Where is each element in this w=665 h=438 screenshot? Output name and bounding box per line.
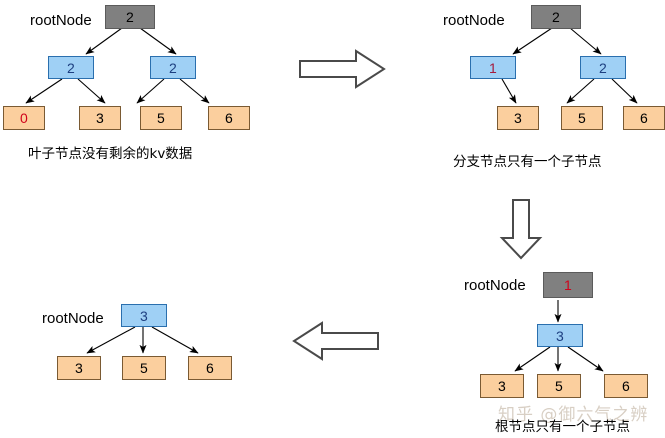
- flow-arrow-left: [292, 321, 379, 361]
- node-value: 3: [556, 327, 564, 344]
- node-value: 3: [498, 378, 506, 394]
- node-bl-leaf-3[interactable]: 6: [188, 356, 232, 380]
- node-value: 0: [20, 110, 28, 126]
- node-value: 5: [140, 360, 148, 376]
- node-bl-leaf-1[interactable]: 3: [57, 356, 101, 380]
- node-value: 2: [552, 9, 560, 25]
- caption-bottom-right: 根节点只有一个子节点: [495, 419, 630, 435]
- node-value: 3: [140, 307, 148, 324]
- node-br-leaf-3[interactable]: 6: [604, 374, 648, 398]
- caption-top-left: 叶子节点没有剩余的kv数据: [28, 146, 193, 162]
- node-value: 6: [206, 360, 214, 376]
- flow-arrow-down: [499, 199, 543, 260]
- node-value: 3: [75, 360, 83, 376]
- node-bl-root[interactable]: 3: [121, 304, 167, 327]
- node-value: 3: [96, 110, 104, 126]
- node-br-root[interactable]: 1: [543, 272, 593, 298]
- node-tl-leaf-4[interactable]: 6: [208, 106, 250, 130]
- node-value: 2: [67, 59, 75, 76]
- node-value: 2: [599, 59, 607, 76]
- caption-top-right: 分支节点只有一个子节点: [453, 154, 602, 170]
- node-tl-branch-2[interactable]: 2: [150, 56, 196, 79]
- node-value: 1: [489, 59, 497, 76]
- node-tl-branch-1[interactable]: 2: [48, 56, 94, 79]
- node-bl-leaf-2[interactable]: 5: [122, 356, 166, 380]
- root-label-top-left: rootNode: [30, 12, 92, 29]
- node-tl-leaf-2[interactable]: 3: [79, 106, 121, 130]
- node-value: 6: [225, 110, 233, 126]
- node-value: 5: [578, 110, 586, 126]
- node-tr-branch-1[interactable]: 1: [470, 56, 516, 79]
- node-value: 5: [157, 110, 165, 126]
- node-value: 1: [564, 277, 572, 293]
- node-br-branch-1[interactable]: 3: [537, 324, 583, 347]
- node-tr-leaf-3[interactable]: 6: [623, 106, 665, 130]
- node-br-leaf-2[interactable]: 5: [537, 374, 581, 398]
- node-value: 2: [169, 59, 177, 76]
- flow-arrow-right: [299, 49, 386, 89]
- node-tl-leaf-3[interactable]: 5: [140, 106, 182, 130]
- node-value: 2: [126, 9, 134, 25]
- node-tr-leaf-2[interactable]: 5: [561, 106, 603, 130]
- watermark: 知乎 @御六气之辨: [498, 405, 649, 425]
- node-value: 6: [640, 110, 648, 126]
- node-br-leaf-1[interactable]: 3: [480, 374, 524, 398]
- node-tr-leaf-1[interactable]: 3: [497, 106, 539, 130]
- root-label-bottom-left: rootNode: [42, 310, 104, 327]
- node-tr-root[interactable]: 2: [531, 5, 581, 29]
- node-tl-root[interactable]: 2: [105, 5, 155, 29]
- node-tr-branch-2[interactable]: 2: [580, 56, 626, 79]
- root-label-bottom-right: rootNode: [464, 277, 526, 294]
- node-value: 6: [622, 378, 630, 394]
- node-value: 5: [555, 378, 563, 394]
- root-label-top-right: rootNode: [443, 12, 505, 29]
- node-tl-leaf-1[interactable]: 0: [3, 106, 45, 130]
- node-value: 3: [514, 110, 522, 126]
